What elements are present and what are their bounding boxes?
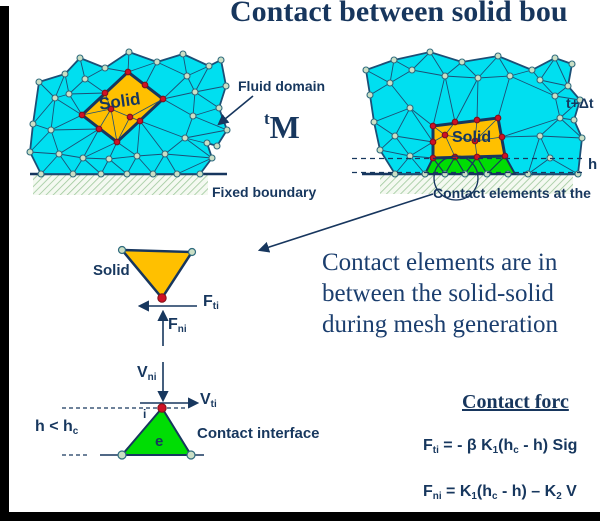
fixed-boundary-label: Fixed boundary (212, 184, 317, 200)
solid-label-right: Solid (452, 129, 492, 146)
fluid-nodes-left (26, 48, 231, 178)
solid-nodes-left (78, 68, 167, 146)
page-title: Contact between solid bou (230, 0, 568, 28)
time-step-label: t+Δt (566, 95, 594, 111)
contact-elements-label: Contact elements at the (433, 185, 591, 201)
description-line: during mesh generation (322, 311, 559, 338)
description-line: between the solid-solid (322, 280, 554, 307)
mesh-symbol-label: tM (264, 109, 300, 145)
description-line: Contact elements are in (322, 249, 558, 276)
contact-zoom-arrow (257, 193, 434, 253)
f-ti-label: Fti (203, 293, 219, 312)
left-edge-bar (0, 6, 9, 521)
node-i-label: i (143, 407, 147, 421)
solid-nodes-right (429, 114, 509, 162)
bottom-edge-bar (0, 512, 600, 521)
contact-zone-circle (433, 155, 479, 201)
v-ni-label: Vni (137, 364, 157, 383)
element-e-label: e (155, 433, 164, 450)
v-ti-label: Vti (200, 391, 217, 410)
contact-forces-heading: Contact forc (462, 391, 569, 413)
fluid-nodes-right (362, 48, 586, 178)
solid-triangle-diagram (117, 245, 197, 346)
contact-interface-label: Contact interface (197, 425, 320, 442)
fluid-mesh-left (26, 48, 231, 178)
fluid-mesh-right (362, 48, 586, 178)
solid-label-triangle: Solid (93, 262, 130, 279)
contact-element-diagram (62, 362, 204, 460)
normal-force-equation: Fni = K1(hc - h) – K2 V (423, 483, 577, 502)
gap-condition-label: h < hc (35, 418, 79, 437)
description-text: Contact elements are in between the soli… (322, 247, 558, 340)
tangential-force-equation: Fti = - β K1(hc - h) Sig (423, 437, 578, 456)
gap-h-label: h (588, 156, 598, 173)
fluid-domain-arrow (217, 95, 254, 126)
fluid-domain-label: Fluid domain (238, 78, 326, 94)
f-ni-label: Fni (168, 316, 187, 335)
